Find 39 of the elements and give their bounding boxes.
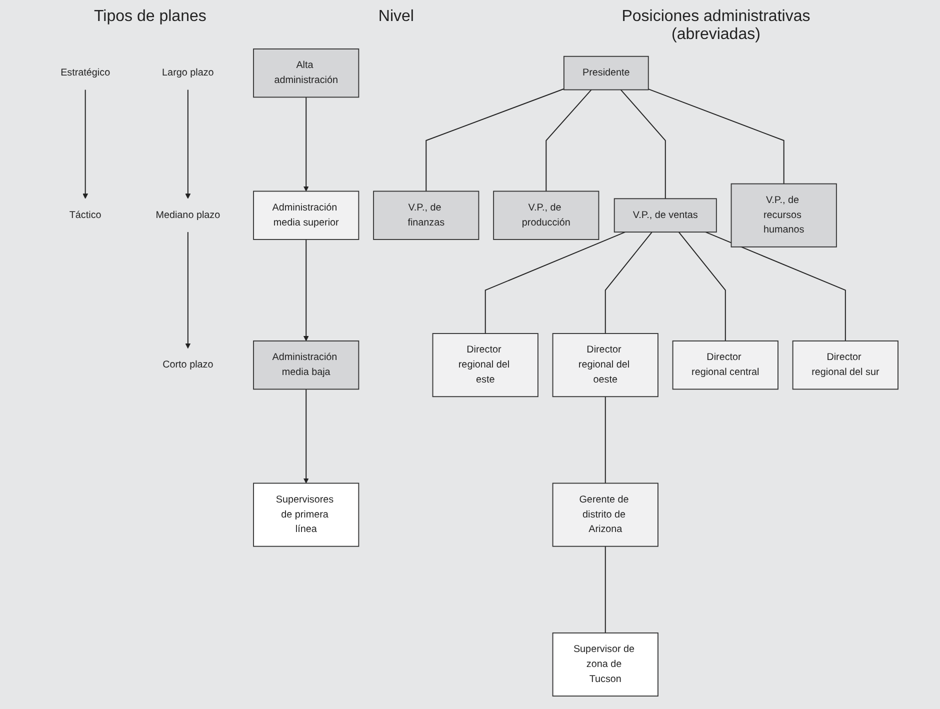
connector (604, 232, 652, 334)
node-text: Estratégico (60, 68, 110, 78)
arrow (303, 239, 309, 342)
node-text: Táctico (69, 210, 102, 220)
column-heading: Tipos de planes (94, 8, 206, 27)
node-box: Administración media superior (253, 190, 360, 240)
arrow (185, 89, 191, 199)
node-box: V.P., de recursos humanos (730, 183, 837, 248)
node-box: Gerente de distrito de Arizona (552, 482, 658, 547)
arrow (185, 232, 191, 349)
connector (426, 88, 564, 192)
node-box: Supervisores de primera línea (253, 482, 360, 547)
node-box: V.P., de ventas (614, 198, 717, 233)
arrow (82, 89, 88, 199)
node-text: Mediano plazo (156, 210, 220, 220)
connector (678, 232, 726, 342)
connector (484, 232, 626, 334)
connector (648, 88, 784, 184)
node-box: Alta administración (253, 48, 360, 98)
node-box: Presidente (563, 56, 649, 90)
node-box: Director regional central (672, 340, 778, 390)
connector (604, 396, 606, 484)
arrow (303, 96, 309, 192)
connector (705, 232, 846, 342)
node-box: Administración media baja (253, 340, 360, 390)
node-box: Director regional del sur (792, 340, 898, 390)
connector (620, 89, 666, 200)
node-box: V.P., de finanzas (373, 190, 480, 240)
node-text: Largo plazo (162, 68, 214, 78)
node-box: V.P., de producción (493, 190, 600, 240)
column-heading: Posiciones administrativas (abreviadas) (620, 8, 812, 44)
node-box: Director regional del este (432, 333, 538, 398)
connector (604, 546, 606, 634)
arrow (303, 388, 309, 484)
node-box: Supervisor de zona de Tucson (552, 632, 658, 697)
column-heading: Nivel (378, 8, 414, 27)
node-text: Corto plazo (162, 360, 214, 370)
node-box: Director regional del oeste (552, 333, 658, 398)
connector (546, 89, 592, 192)
